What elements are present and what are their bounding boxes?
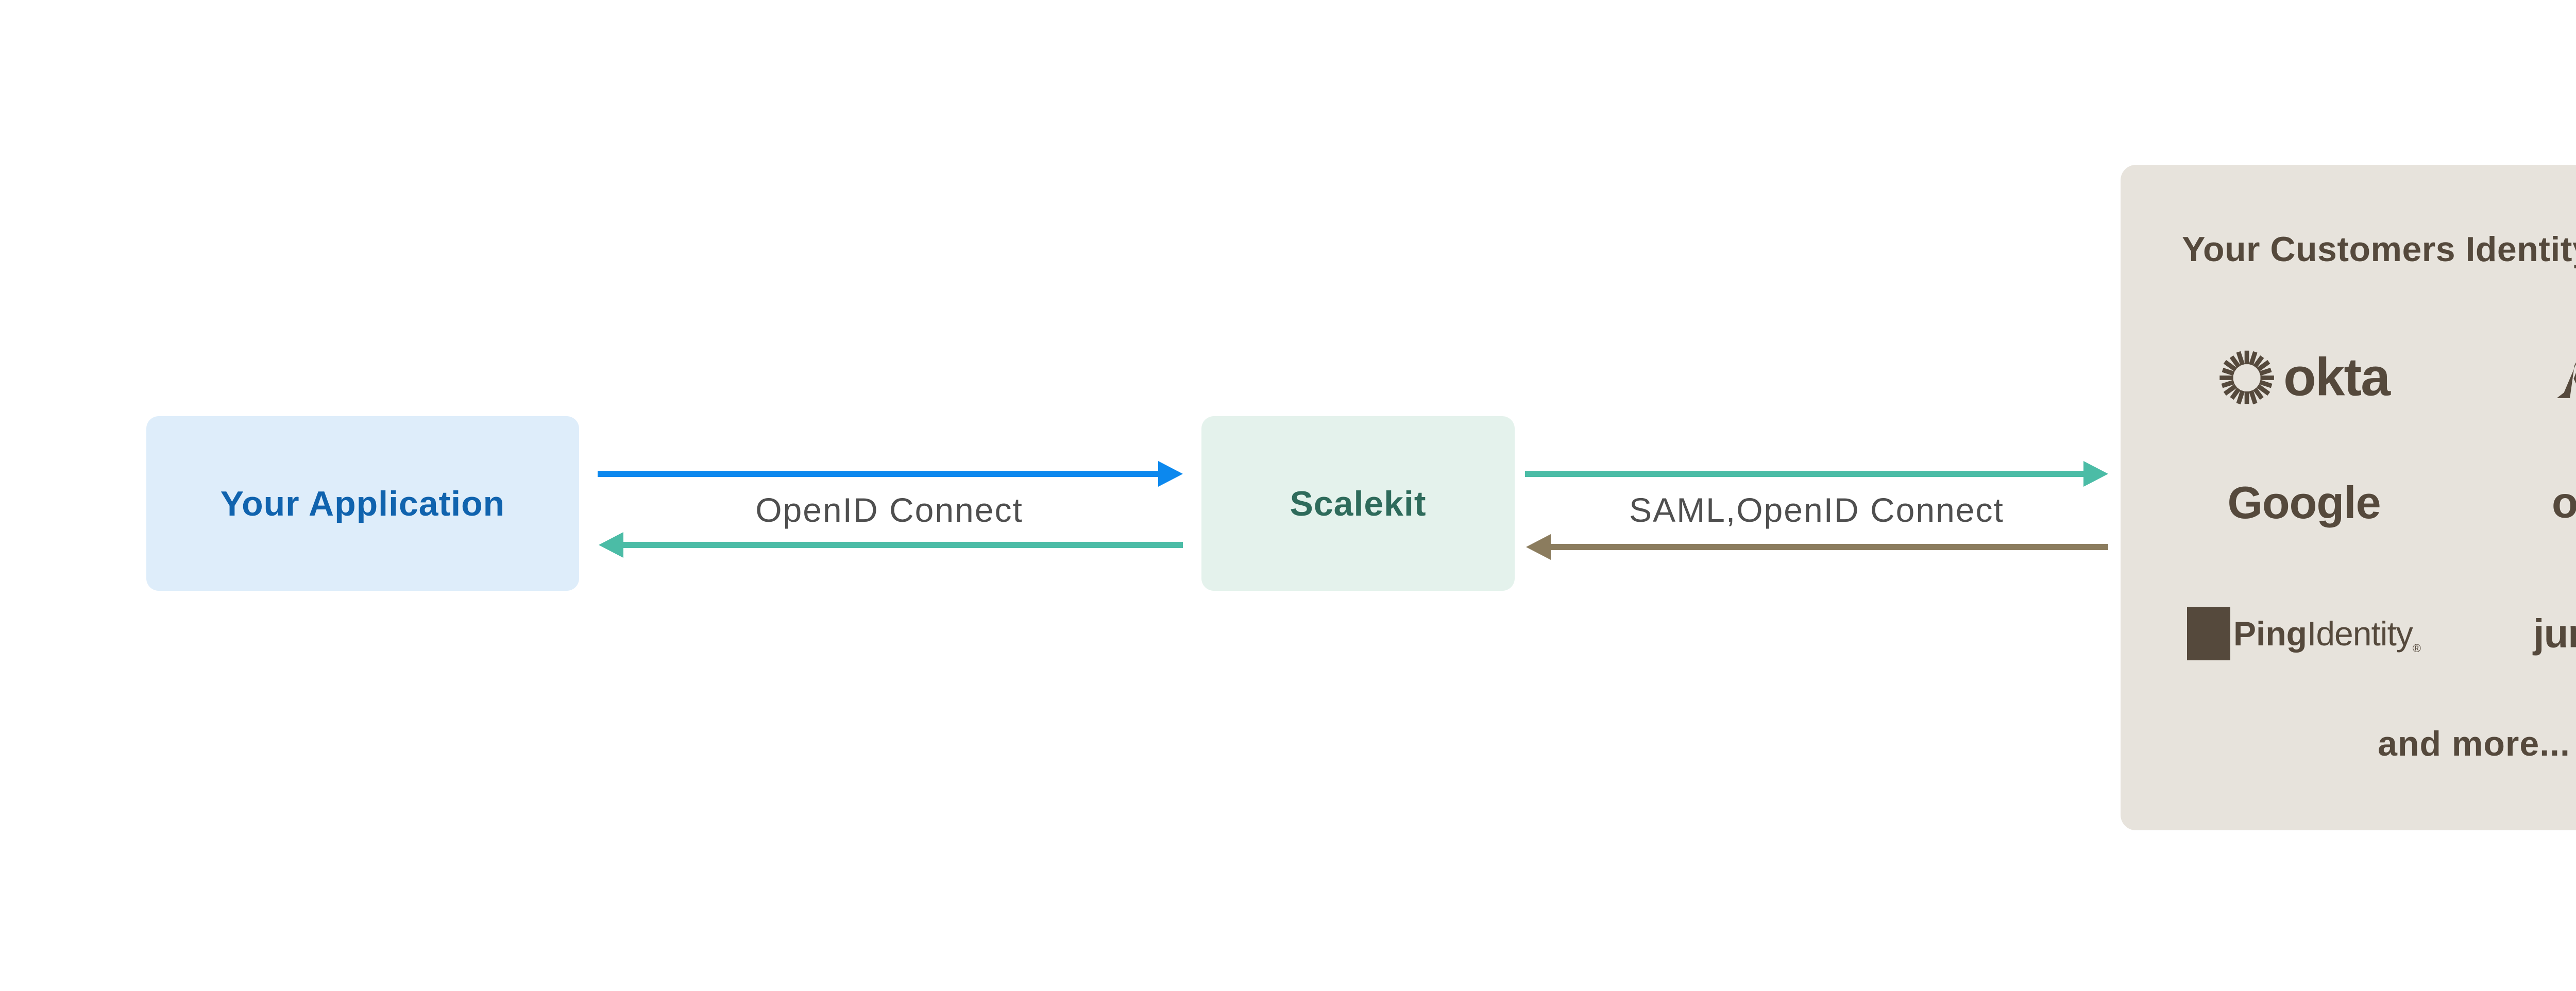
- saml-forward-arrowhead-icon: [2083, 461, 2108, 487]
- ping-identity-logo: Ping Identity ®: [2187, 607, 2421, 660]
- onelogin-wordmark: onelogin: [2552, 478, 2576, 527]
- oidc-forward-arrow-line: [598, 471, 1160, 477]
- saml-back-arrow-line: [1549, 544, 2108, 550]
- ping-identity-registered-mark: ®: [2412, 642, 2421, 655]
- ping-identity-block-icon: [2187, 607, 2230, 660]
- okta-sunburst-icon: [2219, 350, 2274, 404]
- jumpcloud-wordmark: jumpcloud: [2533, 610, 2576, 656]
- oidc-back-arrow-line: [621, 542, 1183, 548]
- ping-identity-wordmark-bold: Ping: [2233, 614, 2307, 653]
- oidc-forward-arrowhead-icon: [1158, 461, 1183, 487]
- onelogin-logo: onelogin: [2552, 478, 2576, 528]
- oidc-connection-label: OpenID Connect: [755, 491, 1023, 529]
- saml-back-arrowhead-icon: [1526, 534, 1551, 560]
- scalekit-box: Scalekit: [1201, 416, 1515, 591]
- your-application-label: Your Application: [220, 484, 505, 523]
- scalekit-label: Scalekit: [1290, 484, 1427, 523]
- identity-providers-title: Your Customers Identity Providers: [2182, 230, 2576, 269]
- azure-triangle-icon: [2556, 362, 2576, 398]
- oidc-back-arrowhead-icon: [599, 532, 623, 558]
- and-more-label-wrap: and more...: [2378, 724, 2570, 764]
- okta-wordmark: okta: [2283, 347, 2391, 407]
- and-more-label: and more...: [2378, 724, 2570, 763]
- saml-connection-label: SAML,OpenID Connect: [1629, 491, 2004, 529]
- ping-identity-wordmark-regular: Identity: [2307, 614, 2413, 653]
- your-application-box: Your Application: [146, 416, 579, 591]
- okta-logo: okta: [2218, 347, 2391, 408]
- saml-forward-arrow-line: [1525, 471, 2086, 477]
- google-logo: Google: [2227, 476, 2381, 529]
- azure-logo: Azure: [2556, 352, 2576, 403]
- google-wordmark: Google: [2227, 477, 2381, 528]
- identity-providers-panel: Your Customers Identity Providers: [2121, 165, 2576, 830]
- jumpcloud-logo: jumpcloud TM: [2533, 610, 2576, 657]
